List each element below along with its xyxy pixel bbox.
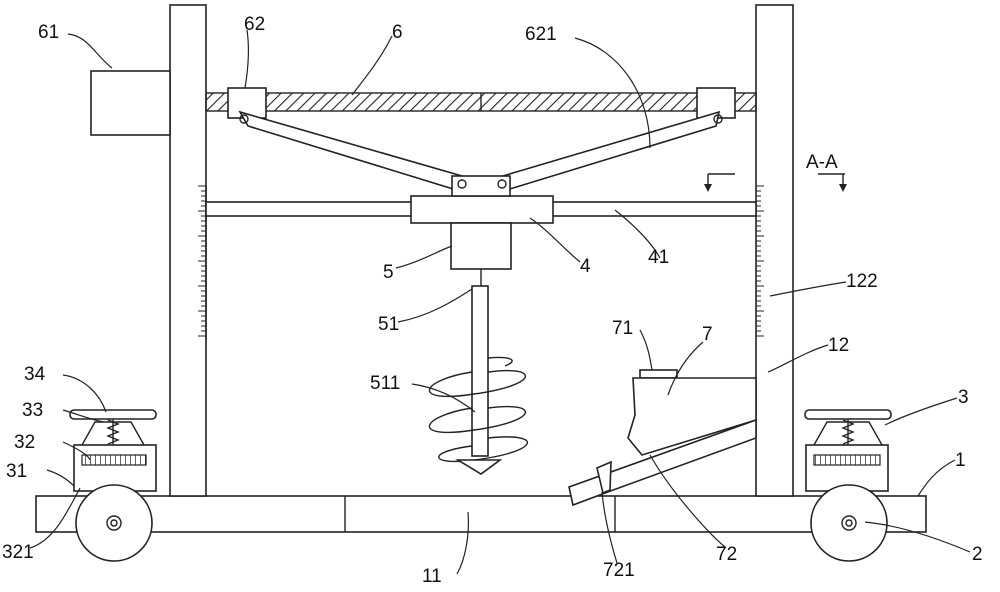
label-11: 11 [422,566,442,587]
label-51: 51 [378,314,399,335]
motor-block [90,70,171,136]
left-column [169,4,207,497]
hinge-bracket [451,175,511,197]
left-slider [227,87,267,119]
right-column [755,4,794,497]
spiral-blade [428,356,529,475]
drill-shaft [471,285,489,457]
label-61: 61 [38,22,59,43]
lead-screw [205,92,757,112]
label-7: 7 [702,324,713,345]
label-32: 32 [14,432,35,453]
label-1: 1 [955,450,966,471]
left-scale [198,185,206,337]
section-mark: A-A [704,152,847,192]
label-721: 721 [603,560,635,581]
left-link [238,110,471,193]
leader-lines [29,29,971,575]
label-5: 5 [383,262,394,283]
label-321: 321 [2,542,34,563]
right-wheel-assembly [804,409,892,562]
label-33: 33 [22,400,43,421]
label-72: 72 [716,544,737,565]
label-34: 34 [24,364,46,385]
label-4: 4 [580,256,591,277]
drill-motor [450,222,512,270]
label-122: 122 [846,271,878,292]
chute [568,418,757,507]
label-2: 2 [972,544,983,565]
section-label: A-A [806,152,838,173]
label-41: 41 [648,247,669,268]
label-71: 71 [612,318,633,339]
label-62: 62 [244,14,265,35]
label-31: 31 [6,461,27,482]
right-link [495,110,723,194]
label-12: 12 [828,335,849,356]
part-labels: 61 62 6 621 4 41 5 51 511 122 12 71 7 3 … [2,14,983,587]
label-511: 511 [370,373,400,394]
base-plate [35,495,927,533]
hopper [627,369,757,456]
left-wheel-assembly [69,409,157,562]
right-scale [756,185,764,337]
label-6: 6 [392,22,403,43]
label-3: 3 [958,387,969,408]
label-621: 621 [525,24,557,45]
